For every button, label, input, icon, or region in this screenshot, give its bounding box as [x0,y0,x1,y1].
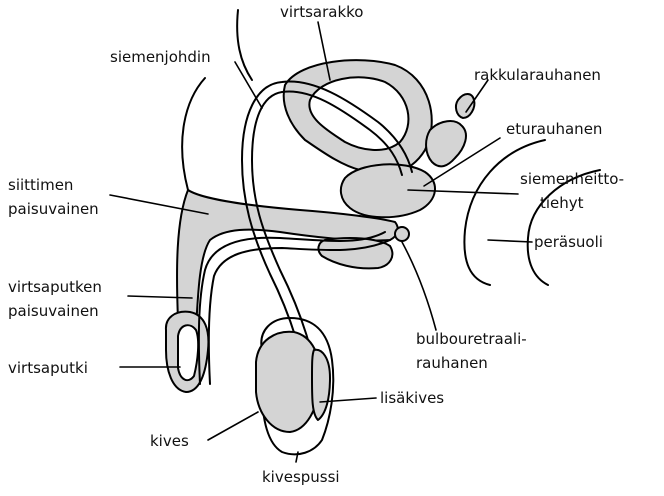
label-perasuoli: peräsuoli [534,233,603,251]
label-kives: kives [150,432,189,450]
seminal-vesicle [426,121,466,166]
label-bulbo-1: bulbouretraali- [416,330,527,348]
label-lisakives: lisäkives [380,389,444,407]
leader-perasuoli [488,240,532,242]
label-siittimen-1: siittimen [8,176,73,194]
bulbourethral-gland [395,227,409,241]
label-virtsarakko: virtsarakko [280,3,363,21]
epididymis [312,350,330,420]
label-virtsaputki: virtsaputki [8,359,88,377]
glans-inner [178,325,198,380]
testis [256,332,320,432]
leader-bulbo [402,242,436,330]
rectum [464,140,545,285]
label-virtsaputken-1: virtsaputken [8,278,102,296]
label-eturauhanen: eturauhanen [506,120,602,138]
label-siemenheitto-1: siemenheitto- [520,170,624,188]
label-kivespussi: kivespussi [262,468,340,486]
abdomen-outline [182,78,205,190]
label-siemenjohdin: siemenjohdin [110,48,211,66]
label-rakkularauhanen: rakkularauhanen [474,66,601,84]
leader-siemenjohdin [235,62,262,108]
label-siittimen-2: paisuvainen [8,200,99,218]
leader-kives [208,412,258,440]
seminal-vesicle-tip [456,94,474,118]
label-virtsaputken-2: paisuvainen [8,302,99,320]
label-bulbo-2: rauhanen [416,354,488,372]
label-siemenheitto-2: tiehyt [540,194,584,212]
